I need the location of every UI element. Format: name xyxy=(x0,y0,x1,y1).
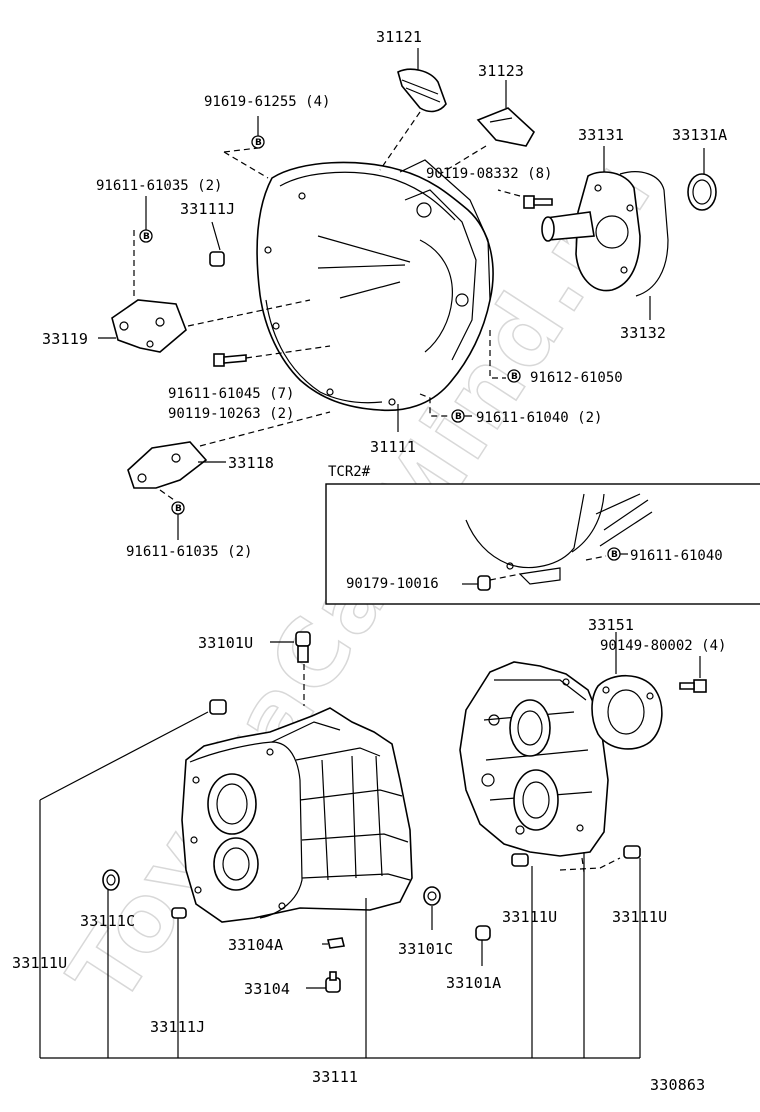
cover-33151[interactable] xyxy=(591,675,663,750)
bolt-90119-08332[interactable] xyxy=(523,195,553,209)
label-33101A: 33101A xyxy=(446,974,501,992)
inset-tcr2 xyxy=(325,483,760,605)
label-33131A: 33131A xyxy=(672,126,727,144)
label-90149-80002: 90149-80002 (4) xyxy=(600,638,726,654)
label-33151: 33151 xyxy=(588,616,634,634)
clutch-housing-31111[interactable] xyxy=(256,159,494,412)
label-33132: 33132 xyxy=(620,324,666,342)
boot-31121[interactable] xyxy=(397,68,447,113)
plug-33104A[interactable] xyxy=(327,937,345,949)
label-91611-61045: 91611-61045 (7) xyxy=(168,386,294,402)
label-33111J-top: 33111J xyxy=(180,200,235,218)
label-31111: 31111 xyxy=(370,438,416,456)
plug-33111C[interactable] xyxy=(102,869,120,891)
label-33101C: 33101C xyxy=(398,940,453,958)
label-91611-61040-2: 91611-61040 (2) xyxy=(476,410,602,426)
bolt-symbol-91611-61040-inset: B xyxy=(607,547,621,561)
label-91611-61040: 91611-61040 xyxy=(630,548,723,564)
dowel-pin-33111J-top[interactable] xyxy=(209,251,225,267)
label-33101U: 33101U xyxy=(198,634,253,652)
label-33111C: 33111C xyxy=(80,912,135,930)
plug-90179-10016[interactable] xyxy=(477,575,491,591)
label-91611-61035-top: 91611-61035 (2) xyxy=(96,178,222,194)
bracket-33119[interactable] xyxy=(111,299,187,353)
bolt-symbol-91611-61035-top: B xyxy=(139,229,153,243)
dowel-pin-33111U-mid[interactable] xyxy=(511,853,529,867)
label-33111U-left: 33111U xyxy=(12,954,67,972)
label-90119-10263: 90119-10263 (2) xyxy=(168,406,294,422)
svg-text:B: B xyxy=(255,138,262,148)
clip-31123[interactable] xyxy=(476,107,536,147)
retainer-33131[interactable] xyxy=(541,171,641,292)
sensor-33104[interactable] xyxy=(325,971,341,993)
plug-33101A[interactable] xyxy=(475,925,491,941)
label-33118: 33118 xyxy=(228,454,274,472)
inset-title: TCR2# xyxy=(328,464,371,480)
gasket-33132[interactable] xyxy=(619,171,669,297)
dowel-pin-33111J-bottom[interactable] xyxy=(171,907,187,919)
svg-text:B: B xyxy=(143,232,150,242)
label-33111: 33111 xyxy=(312,1068,358,1086)
label-33111U-right: 33111U xyxy=(612,908,667,926)
label-33131: 33131 xyxy=(578,126,624,144)
label-33111U-mid: 33111U xyxy=(502,908,557,926)
svg-text:B: B xyxy=(455,412,462,422)
label-91612-61050: 91612-61050 xyxy=(530,370,623,386)
dowel-pin-33111U-right[interactable] xyxy=(623,845,641,859)
bolt-91611-61045[interactable] xyxy=(213,353,247,367)
diagram-number: 330863 xyxy=(650,1076,705,1094)
svg-text:B: B xyxy=(175,504,182,514)
svg-text:B: B xyxy=(511,372,518,382)
bracket-33118[interactable] xyxy=(127,441,208,489)
label-33104: 33104 xyxy=(244,980,290,998)
label-31121: 31121 xyxy=(376,28,422,46)
label-90179-10016: 90179-10016 xyxy=(346,576,439,592)
label-91611-61035-bottom: 91611-61035 (2) xyxy=(126,544,252,560)
dowel-pin-33111U-top-left[interactable] xyxy=(209,699,227,715)
label-91619-61255: 91619-61255 (4) xyxy=(204,94,330,110)
bolt-symbol-91612-61050: B xyxy=(507,369,521,383)
plug-33101C[interactable] xyxy=(423,886,441,906)
label-31123: 31123 xyxy=(478,62,524,80)
bolt-90149-80002[interactable] xyxy=(679,679,707,693)
bolt-symbol-91611-61035-bottom: B xyxy=(171,501,185,515)
label-33111J-bottom: 33111J xyxy=(150,1018,205,1036)
label-90119-08332: 90119-08332 (8) xyxy=(426,166,552,182)
transmission-case-33111[interactable] xyxy=(181,707,413,923)
label-33104A: 33104A xyxy=(228,936,283,954)
extension-housing[interactable] xyxy=(459,661,609,857)
bolt-symbol-91611-61040-2: B xyxy=(451,409,465,423)
breather-33101U[interactable] xyxy=(295,631,311,663)
oil-seal-33131A[interactable] xyxy=(687,173,717,211)
bolt-symbol-91619: B xyxy=(251,135,265,149)
svg-text:B: B xyxy=(611,550,618,560)
label-33119: 33119 xyxy=(42,330,88,348)
